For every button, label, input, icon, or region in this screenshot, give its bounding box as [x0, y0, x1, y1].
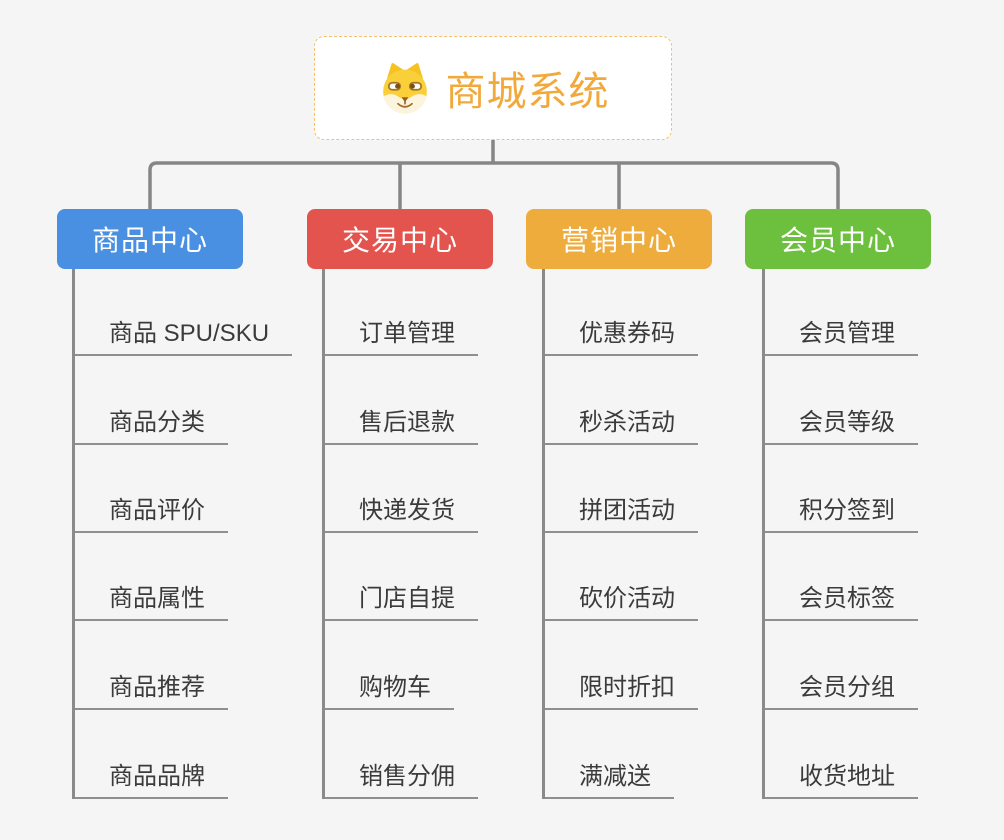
leaf-node[interactable]: 门店自提	[325, 581, 478, 621]
leaf-node[interactable]: 商品品牌	[75, 759, 228, 799]
branch-column-product: 商品 SPU/SKU 商品分类 商品评价 商品属性 商品推荐 商品品牌	[72, 269, 293, 799]
leaf-node[interactable]: 砍价活动	[545, 581, 698, 621]
leaf-node[interactable]: 快递发货	[325, 493, 478, 533]
branch-column-trade: 订单管理 售后退款 快递发货 门店自提 购物车 销售分佣	[322, 269, 478, 799]
leaf-node[interactable]: 商品属性	[75, 581, 228, 621]
leaf-node[interactable]: 商品推荐	[75, 670, 228, 710]
leaf-node[interactable]: 会员等级	[765, 405, 918, 445]
leaf-node[interactable]: 会员管理	[765, 316, 918, 356]
leaf-node[interactable]: 会员标签	[765, 581, 918, 621]
leaf-node[interactable]: 会员分组	[765, 670, 918, 710]
root-node[interactable]: 商城系统	[314, 36, 672, 140]
leaf-node[interactable]: 购物车	[325, 670, 454, 710]
branch-header-member-center[interactable]: 会员中心	[745, 209, 931, 269]
leaf-node[interactable]: 销售分佣	[325, 759, 478, 799]
leaf-node[interactable]: 限时折扣	[545, 670, 698, 710]
leaf-node[interactable]: 积分签到	[765, 493, 918, 533]
branch-column-member: 会员管理 会员等级 积分签到 会员标签 会员分组 收货地址	[762, 269, 918, 799]
leaf-node[interactable]: 商品分类	[75, 405, 228, 445]
leaf-node[interactable]: 秒杀活动	[545, 405, 698, 445]
leaf-node[interactable]: 收货地址	[765, 759, 918, 799]
dog-face-icon	[377, 60, 433, 116]
leaf-node[interactable]: 订单管理	[325, 316, 478, 356]
root-label: 商城系统	[445, 70, 610, 114]
leaf-node[interactable]: 满减送	[545, 759, 674, 799]
leaf-node[interactable]: 商品评价	[75, 493, 228, 533]
leaf-node[interactable]: 优惠券码	[545, 316, 698, 356]
leaf-node[interactable]: 拼团活动	[545, 493, 698, 533]
leaf-node[interactable]: 售后退款	[325, 405, 478, 445]
leaf-node[interactable]: 商品 SPU/SKU	[75, 316, 293, 356]
branch-header-product-center[interactable]: 商品中心	[57, 209, 243, 269]
branch-header-marketing-center[interactable]: 营销中心	[526, 209, 712, 269]
branch-column-marketing: 优惠券码 秒杀活动 拼团活动 砍价活动 限时折扣 满减送	[542, 269, 698, 799]
branch-header-trade-center[interactable]: 交易中心	[307, 209, 493, 269]
